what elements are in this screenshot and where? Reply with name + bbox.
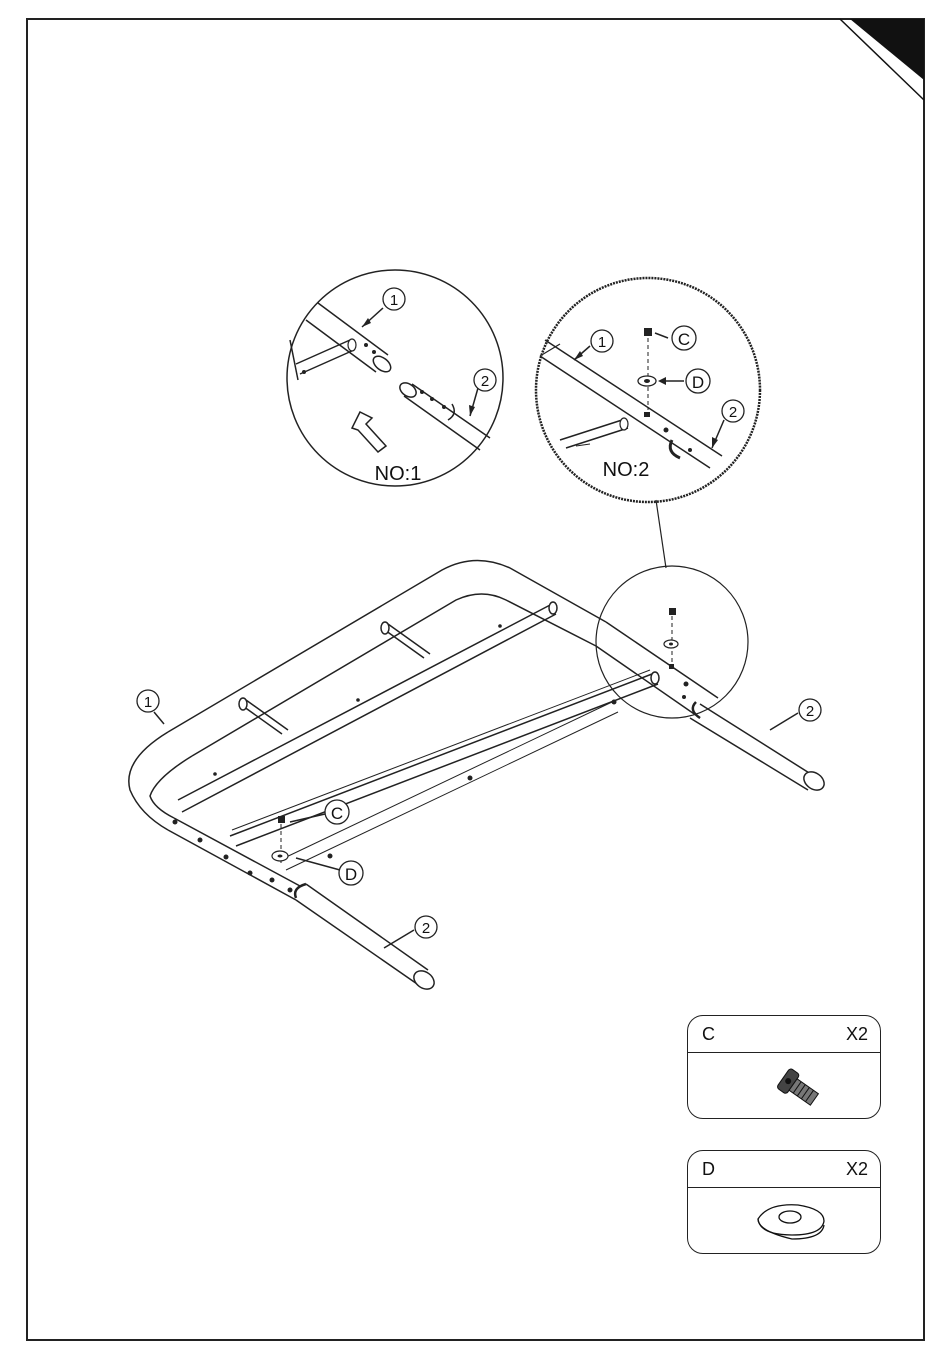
bolt-icon bbox=[688, 1054, 880, 1118]
page-border bbox=[27, 19, 924, 1340]
svg-text:C: C bbox=[331, 804, 343, 823]
svg-text:2: 2 bbox=[422, 920, 430, 937]
hardware-letter: C bbox=[702, 1024, 715, 1045]
step2-label: NO:2 bbox=[603, 459, 650, 481]
svg-text:D: D bbox=[692, 373, 704, 392]
callout-part-2-step1: 2 bbox=[474, 369, 496, 391]
step1-label: NO:1 bbox=[375, 463, 422, 485]
hardware-card-c: C X2 bbox=[687, 1015, 881, 1119]
svg-text:C: C bbox=[678, 330, 690, 349]
callout-screw-main: C bbox=[325, 800, 349, 824]
callout-part-2-step2: 2 bbox=[722, 400, 744, 422]
svg-text:2: 2 bbox=[729, 404, 737, 421]
callout-part-1-main: 1 bbox=[137, 690, 159, 712]
callout-washer-step2: D bbox=[686, 369, 710, 393]
hardware-card-d: D X2 bbox=[687, 1150, 881, 1254]
hardware-quantity: X2 bbox=[846, 1024, 868, 1045]
svg-text:1: 1 bbox=[390, 292, 398, 309]
bed-frame-drawing bbox=[129, 560, 828, 992]
svg-text:D: D bbox=[345, 865, 357, 884]
callout-washer-main: D bbox=[339, 861, 363, 885]
hardware-letter: D bbox=[702, 1159, 715, 1180]
svg-text:1: 1 bbox=[144, 694, 152, 711]
main-screw-washer-left bbox=[272, 816, 288, 866]
hardware-quantity: X2 bbox=[846, 1159, 868, 1180]
svg-text:2: 2 bbox=[481, 373, 489, 390]
callout-part-2-main-right: 2 bbox=[799, 699, 821, 721]
callout-screw-step2: C bbox=[672, 326, 696, 350]
callout-part-2-main-left: 2 bbox=[415, 916, 437, 938]
main-screw-washer-right bbox=[664, 608, 678, 669]
callout-part-1-step2: 1 bbox=[591, 330, 613, 352]
svg-text:1: 1 bbox=[598, 334, 606, 351]
svg-text:2: 2 bbox=[806, 703, 814, 720]
washer-icon bbox=[688, 1189, 880, 1253]
callout-part-1-step1: 1 bbox=[383, 288, 405, 310]
detail-circle-step2: NO:2 bbox=[536, 278, 760, 502]
corner-tab bbox=[850, 19, 924, 80]
